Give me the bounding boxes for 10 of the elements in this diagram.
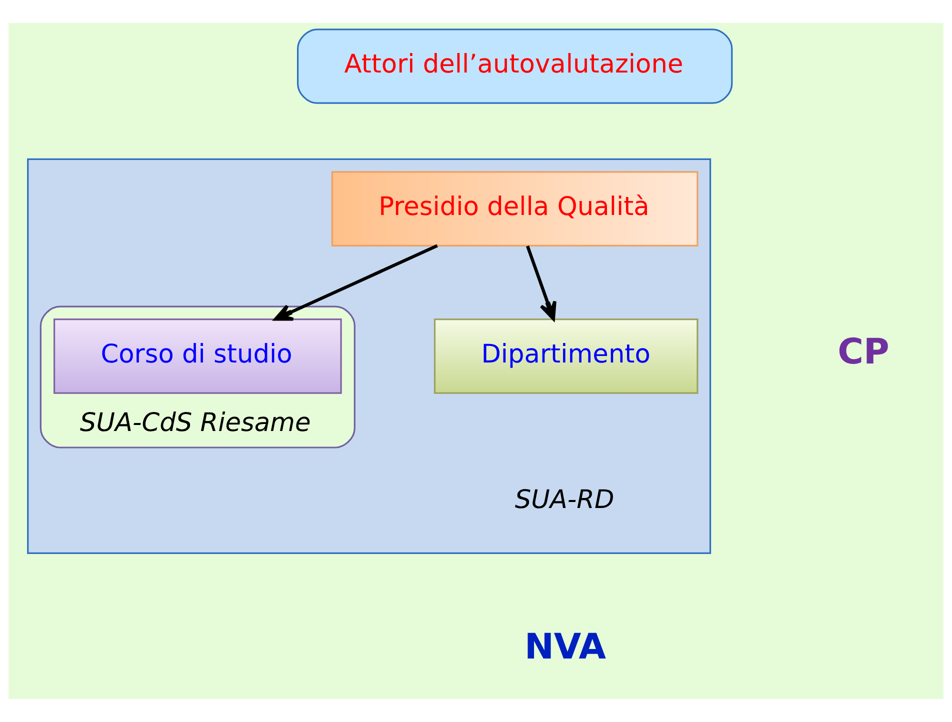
node-box: Dipartimento xyxy=(434,318,698,394)
cluster xyxy=(27,158,712,554)
node-box: Corso di studio xyxy=(54,318,342,394)
arrow xyxy=(274,244,438,321)
node-label: SUA-RD xyxy=(514,485,614,516)
arrow xyxy=(526,246,556,320)
node-box: Presidio della Qualità xyxy=(331,171,698,246)
node-box: Attori dell’autovalutazione xyxy=(297,28,733,104)
label: NVA xyxy=(524,626,606,668)
label: CP xyxy=(838,332,890,373)
